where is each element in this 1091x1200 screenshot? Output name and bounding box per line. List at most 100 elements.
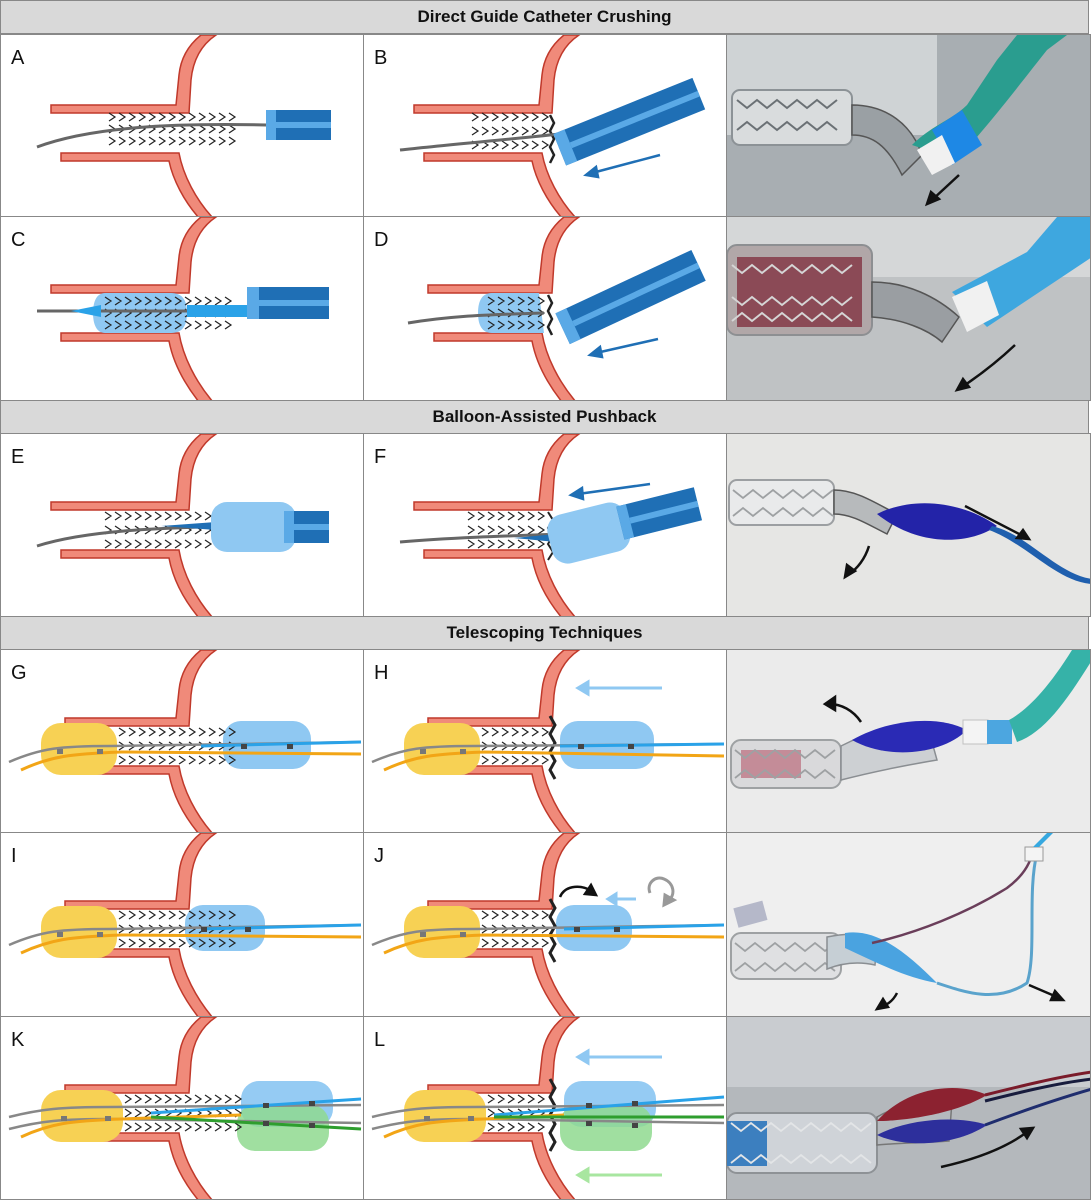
panel-label: D [374, 229, 389, 251]
marker [586, 1103, 592, 1108]
panel-a-illustration [36, 35, 331, 216]
rotate-arrow-black [558, 882, 599, 898]
wire-green [150, 1115, 362, 1131]
wire-orange [20, 1113, 242, 1139]
panel-l-illustration [371, 1017, 725, 1199]
panel-g-illustration [8, 650, 362, 832]
panel-label: G [11, 662, 27, 684]
marker [309, 1123, 315, 1128]
marker [245, 927, 251, 932]
marker [97, 932, 103, 937]
guidewire [399, 131, 570, 152]
photo-illustration [727, 650, 1090, 832]
guidewire-gray [8, 923, 362, 947]
marker [578, 744, 584, 749]
panel-d-illustration [407, 217, 706, 400]
panel-f-illustration [399, 434, 703, 616]
vessel [413, 434, 581, 616]
photo-catheter-crush-1 [726, 34, 1091, 217]
wire-blue [493, 1095, 725, 1117]
guide-catheter [553, 77, 706, 166]
vessel [50, 35, 218, 216]
stent [124, 1094, 243, 1132]
marker [468, 1116, 474, 1121]
guidewire-gray [371, 1103, 725, 1119]
panel-e-illustration [36, 434, 329, 616]
photo-illustration [727, 833, 1090, 1016]
vessel [64, 833, 218, 1016]
marker [263, 1121, 269, 1126]
panel-j-illustration [371, 833, 725, 1016]
photo-illustration [727, 217, 1090, 400]
guide-catheter [247, 287, 329, 319]
panel-label: A [11, 47, 25, 69]
balloon-green [560, 1105, 652, 1151]
guidewire [399, 532, 565, 544]
balloon-shaft [161, 522, 216, 530]
balloon-green [237, 1105, 329, 1151]
marker [57, 932, 63, 937]
wire-blue [200, 923, 362, 931]
panel-b-illustration [399, 35, 706, 216]
panel-i: I [0, 832, 364, 1017]
vessel [64, 650, 218, 832]
photo-telescoping-3 [726, 1016, 1091, 1200]
wire-blue [150, 1097, 362, 1115]
panel-k-illustration [8, 1017, 362, 1199]
photo-telescoping-1 [726, 649, 1091, 833]
panel-a: A [0, 34, 364, 217]
photo-illustration [727, 434, 1090, 616]
panel-g: G [0, 649, 364, 833]
panel-j: J [363, 832, 727, 1017]
wire-orange [383, 750, 725, 772]
balloon-shaft [71, 305, 251, 317]
panel-label: J [374, 845, 384, 867]
panel-label: E [11, 446, 25, 468]
vessel [427, 1017, 581, 1199]
vessel [413, 35, 581, 216]
photo-telescoping-2 [726, 832, 1091, 1017]
vessel [427, 833, 581, 1016]
vessel [427, 650, 581, 832]
section-header-balloon-assisted-pushback: Balloon-Assisted Pushback [0, 400, 1089, 434]
photo-illustration [727, 35, 1090, 216]
panel-l: L [363, 1016, 727, 1200]
marker [424, 1116, 430, 1121]
balloon [211, 502, 296, 552]
panel-label: B [374, 47, 388, 69]
panel-h-illustration [371, 650, 725, 832]
balloon-yellow [404, 723, 480, 775]
panel-label: I [11, 845, 17, 867]
vessel [50, 434, 218, 616]
marker [628, 744, 634, 749]
section-title: Telescoping Techniques [446, 623, 643, 642]
marker [460, 932, 466, 937]
balloon-yellow [41, 1090, 123, 1142]
marker [201, 927, 207, 932]
wire-orange [20, 933, 362, 955]
section-title: Balloon-Assisted Pushback [432, 407, 657, 426]
arrow-left [568, 482, 651, 501]
panel-i-illustration [8, 833, 362, 1016]
panel-d: D [363, 216, 727, 401]
marker [574, 927, 580, 932]
marker [105, 1116, 111, 1121]
guidewire-gray [8, 740, 362, 764]
balloon-group [547, 487, 703, 564]
panel-label: H [374, 662, 389, 684]
wire-blue [200, 740, 362, 748]
guide-catheter [555, 249, 706, 345]
photo-illustration [727, 1017, 1090, 1199]
panel-c-illustration [37, 217, 329, 400]
panel-label: K [11, 1029, 25, 1051]
arrow-left [605, 891, 636, 907]
panel-c: C [0, 216, 364, 401]
marker [632, 1123, 638, 1128]
panel-e: E [0, 433, 364, 617]
panel-label: F [374, 446, 387, 468]
panel-k: K [0, 1016, 364, 1200]
wire-orange [383, 933, 725, 955]
balloon-yellow [41, 723, 117, 775]
photo-catheter-crush-2 [726, 216, 1091, 401]
